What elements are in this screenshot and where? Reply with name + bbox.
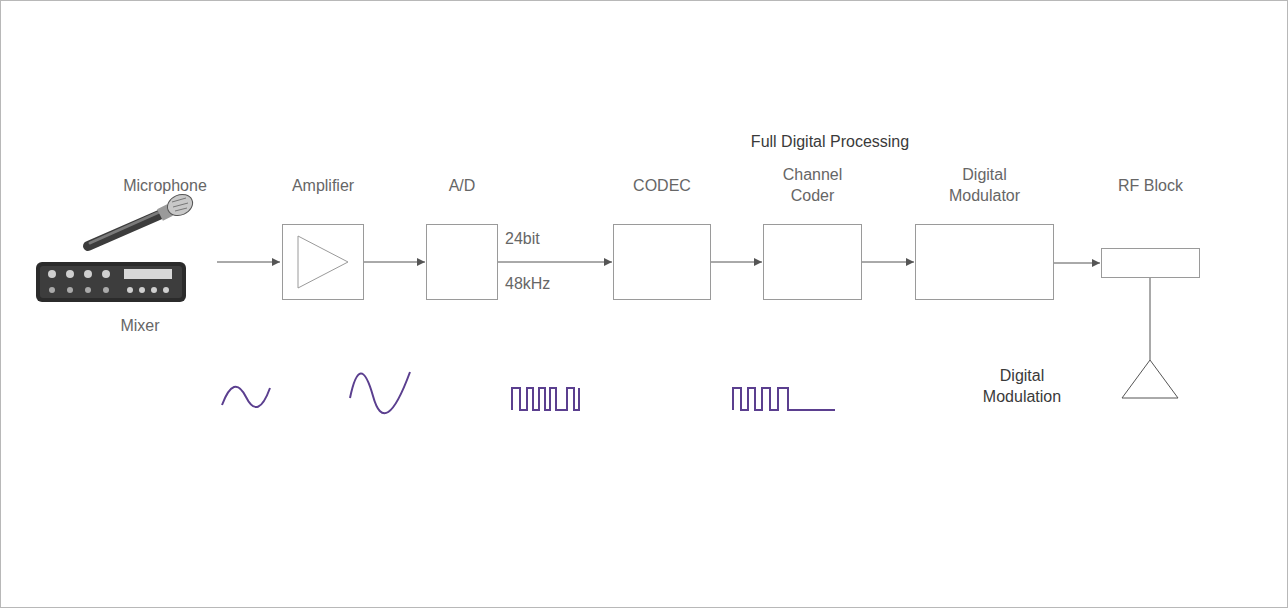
block-label: CODEC bbox=[602, 176, 722, 197]
input-arrow bbox=[217, 262, 280, 263]
signal-arrow bbox=[862, 262, 914, 263]
converter-box: A/D bbox=[426, 224, 498, 300]
modulator-box: Digital Modulator bbox=[915, 224, 1054, 300]
block-label: Amplifier bbox=[258, 176, 388, 197]
coder-box: Channel Coder bbox=[763, 224, 862, 300]
group-title: Full Digital Processing bbox=[588, 132, 1072, 151]
amplified-wave bbox=[350, 372, 410, 413]
codec-box: CODEC bbox=[613, 224, 711, 300]
amplifier-box: Amplifier bbox=[282, 224, 364, 300]
signal-arrow bbox=[364, 262, 425, 263]
mixer-picture bbox=[36, 262, 186, 302]
amplifier-symbol bbox=[298, 236, 348, 288]
signal-arrow bbox=[498, 262, 612, 263]
waveforms bbox=[222, 372, 835, 413]
block-label: Digital Modulator bbox=[935, 165, 1035, 207]
processing-band: Full Digital ProcessingCODEC Channel Code… bbox=[588, 125, 1072, 316]
analog-wave bbox=[222, 387, 270, 407]
signal-label: 48kHz bbox=[505, 274, 550, 295]
microphone-picture bbox=[88, 191, 196, 246]
signal-label: 24bit bbox=[505, 229, 540, 250]
antenna-symbol bbox=[1122, 278, 1178, 398]
signal-arrow bbox=[711, 262, 762, 263]
device-label: Microphone bbox=[90, 176, 240, 197]
rf-box: RF Block bbox=[1101, 248, 1200, 278]
device-label: Mixer bbox=[80, 316, 200, 337]
block-label: Channel Coder bbox=[768, 165, 858, 207]
pcm-signal bbox=[512, 388, 579, 410]
stage-label: Digital Modulation bbox=[966, 366, 1078, 408]
block-label: RF Block bbox=[1091, 176, 1211, 197]
coded-signal bbox=[733, 388, 835, 410]
block-label: A/D bbox=[407, 176, 517, 197]
signal-arrow bbox=[1054, 263, 1100, 264]
